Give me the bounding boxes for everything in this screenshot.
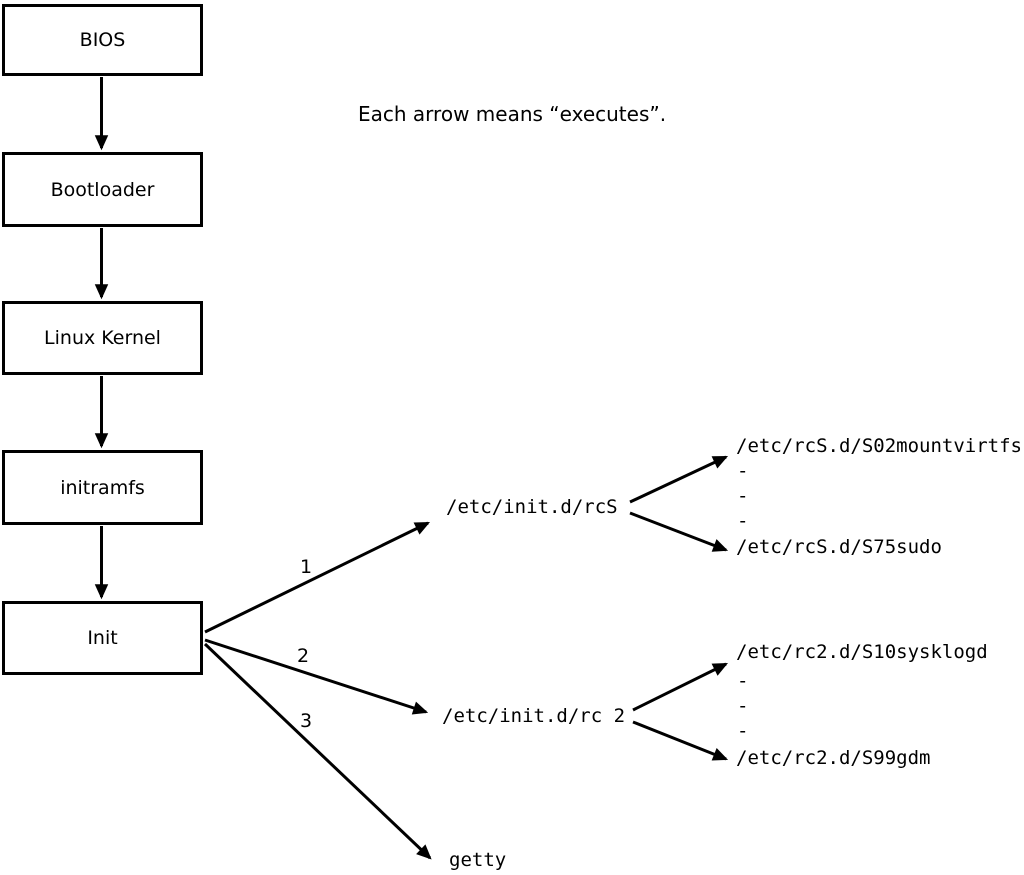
box-bootloader: Bootloader	[2, 152, 203, 227]
box-bootloader-label: Bootloader	[50, 178, 155, 201]
box-initramfs-label: initramfs	[60, 476, 145, 499]
node-rc2: /etc/init.d/rc 2	[442, 705, 626, 727]
edge-label-2: 2	[297, 645, 310, 667]
ellipsis-dash: -	[737, 510, 749, 532]
node-rcs-s02: /etc/rcS.d/S02mountvirtfs	[736, 435, 1022, 457]
arrow-init-to-rcs	[204, 521, 431, 634]
box-linux-kernel-label: Linux Kernel	[44, 327, 161, 349]
ellipsis-dash: -	[737, 485, 749, 507]
ellipsis-dash: -	[737, 695, 749, 717]
node-rcs: /etc/init.d/rcS	[446, 496, 618, 518]
arrow-rcs-to-s02	[629, 455, 729, 504]
arrow-rcs-to-s75	[629, 511, 729, 552]
box-bios-label: BIOS	[79, 29, 126, 51]
box-initramfs: initramfs	[2, 450, 203, 525]
arrow-rc2-to-s99	[632, 720, 729, 761]
box-init: Init	[2, 601, 203, 675]
arrow-init-to-rc2	[204, 638, 429, 715]
edge-label-3: 3	[300, 710, 313, 732]
box-init-label: Init	[87, 627, 118, 649]
arrow-init-to-getty	[203, 642, 432, 860]
node-getty: getty	[449, 849, 507, 871]
box-linux-kernel: Linux Kernel	[2, 301, 203, 375]
ellipsis-dash: -	[737, 670, 749, 692]
edge-label-1: 1	[300, 556, 313, 578]
arrow-rc2-to-s10	[632, 662, 729, 712]
diagram-caption: Each arrow means “executes”.	[358, 102, 667, 126]
node-rcs-s75: /etc/rcS.d/S75sudo	[736, 536, 942, 558]
node-rc2-s99: /etc/rc2.d/S99gdm	[736, 747, 931, 769]
ellipsis-dash: -	[737, 720, 749, 742]
node-rc2-s10: /etc/rc2.d/S10sysklogd	[736, 641, 988, 663]
ellipsis-dash: -	[737, 460, 749, 482]
box-bios: BIOS	[2, 4, 203, 76]
